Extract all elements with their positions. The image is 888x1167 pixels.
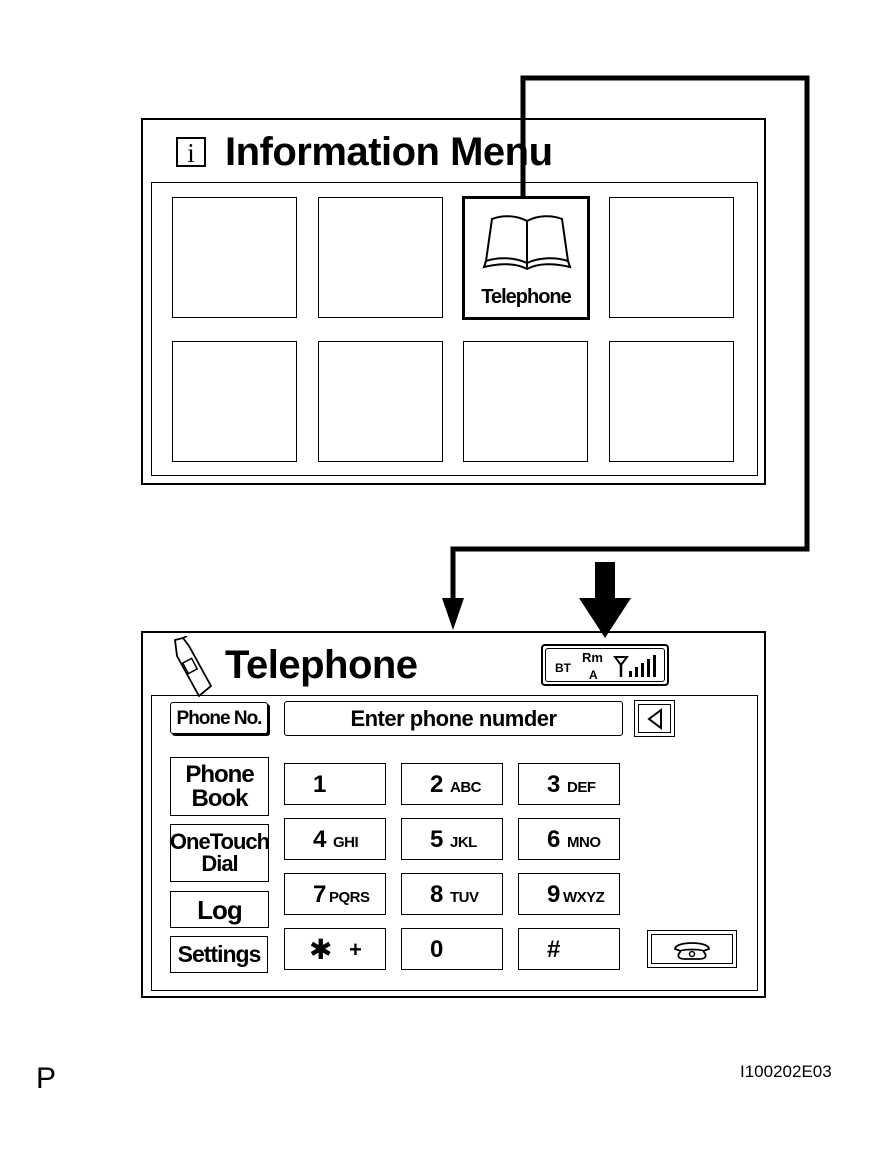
backspace-button[interactable] [634, 700, 675, 737]
key-6[interactable]: 6 MNO [518, 818, 620, 860]
key-hash[interactable]: # [518, 928, 620, 970]
one-touch-dial-button[interactable]: OneTouch Dial [170, 824, 270, 882]
tile-label-telephone: Telephone [481, 286, 572, 308]
menu-tile-6[interactable] [318, 341, 443, 462]
handset-icon [674, 942, 710, 960]
key-8[interactable]: 8 TUV [401, 873, 503, 915]
phone-no-button[interactable]: Phone No. [170, 702, 268, 734]
left-arrow-icon [646, 707, 662, 730]
telephone-panel [151, 695, 758, 991]
roaming-a-label: A [589, 668, 598, 682]
menu-tile-5[interactable] [172, 341, 297, 462]
key-3[interactable]: 3 DEF [518, 763, 620, 805]
connector-line [450, 75, 810, 605]
key-5[interactable]: 5 JKL [401, 818, 503, 860]
menu-tile-telephone[interactable]: Telephone [462, 196, 590, 320]
call-button[interactable] [647, 930, 737, 968]
info-icon: i [176, 137, 206, 168]
figure-code: I100202E03 [740, 1062, 832, 1081]
connector-arrowhead [442, 598, 464, 630]
phone-book-button[interactable]: Phone Book [170, 757, 269, 816]
telephone-title: Telephone [225, 643, 418, 687]
indicator-arrow [579, 562, 631, 638]
key-0[interactable]: 0 [401, 928, 503, 970]
log-button[interactable]: Log [170, 891, 269, 928]
key-7[interactable]: 7 PQRS [284, 873, 386, 915]
roaming-label: Rm [582, 650, 603, 665]
menu-tile-4[interactable] [609, 197, 734, 318]
menu-tile-1[interactable] [172, 197, 297, 318]
telephone-screen: Telephone BT Rm A Phone No. Enter phone … [141, 631, 766, 998]
bluetooth-label: BT [555, 661, 571, 675]
key-star[interactable]: ✱ + [284, 928, 386, 970]
key-4[interactable]: 4 GHI [284, 818, 386, 860]
info-icon-glyph: i [187, 138, 195, 168]
information-menu-screen: i Information Menu Telephone [141, 118, 766, 485]
key-2[interactable]: 2 ABC [401, 763, 503, 805]
status-indicator: BT Rm A [541, 644, 669, 686]
settings-button[interactable]: Settings [170, 936, 268, 973]
menu-tile-7[interactable] [463, 341, 588, 462]
phone-number-field[interactable]: Enter phone numder [284, 701, 623, 736]
cellphone-icon [174, 636, 213, 698]
footer-left-label: P [36, 1062, 57, 1095]
menu-tile-2[interactable] [318, 197, 443, 318]
signal-strength-icon [613, 655, 656, 677]
book-icon [482, 215, 572, 271]
menu-grid-panel: Telephone [151, 182, 758, 476]
menu-tile-8[interactable] [609, 341, 734, 462]
key-9[interactable]: 9 WXYZ [518, 873, 620, 915]
key-1[interactable]: 1 [284, 763, 386, 805]
information-menu-title: Information Menu [225, 130, 553, 174]
